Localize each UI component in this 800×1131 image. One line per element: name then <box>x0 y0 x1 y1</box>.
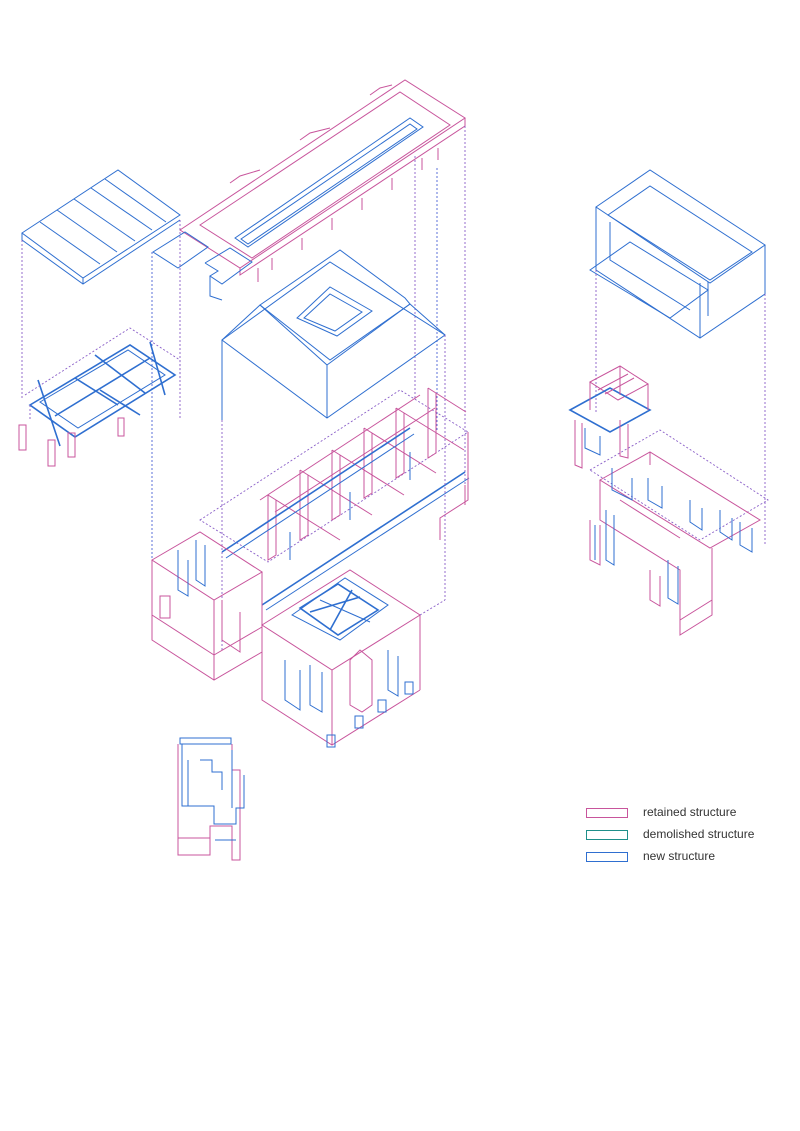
tower-frame <box>568 365 652 469</box>
pavilion <box>261 335 446 748</box>
legend-label: demolished structure <box>643 827 755 841</box>
legend-swatch-new <box>586 852 628 862</box>
main-hall <box>199 387 470 611</box>
legend-label: new structure <box>643 849 716 863</box>
legend-item-retained: retained structure <box>586 805 786 827</box>
linear-block-roof <box>179 79 466 282</box>
support-posts <box>18 417 125 467</box>
legend-item-new: new structure <box>586 849 786 871</box>
wall-building <box>589 429 769 636</box>
legend-swatch-demolished <box>586 830 628 840</box>
legend: retained structure demolished structure … <box>586 805 786 871</box>
legend-item-demolished: demolished structure <box>586 827 786 849</box>
legend-swatch-retained <box>586 808 628 818</box>
linear-block-annex <box>152 231 253 301</box>
main-hall-west-block <box>151 531 263 681</box>
gable-roof <box>21 169 181 285</box>
legend-label: retained structure <box>643 805 737 819</box>
box-volume <box>589 169 766 339</box>
hip-roof-volume <box>221 249 446 420</box>
small-plan-block <box>177 737 245 861</box>
timber-frame-platform <box>24 327 181 447</box>
